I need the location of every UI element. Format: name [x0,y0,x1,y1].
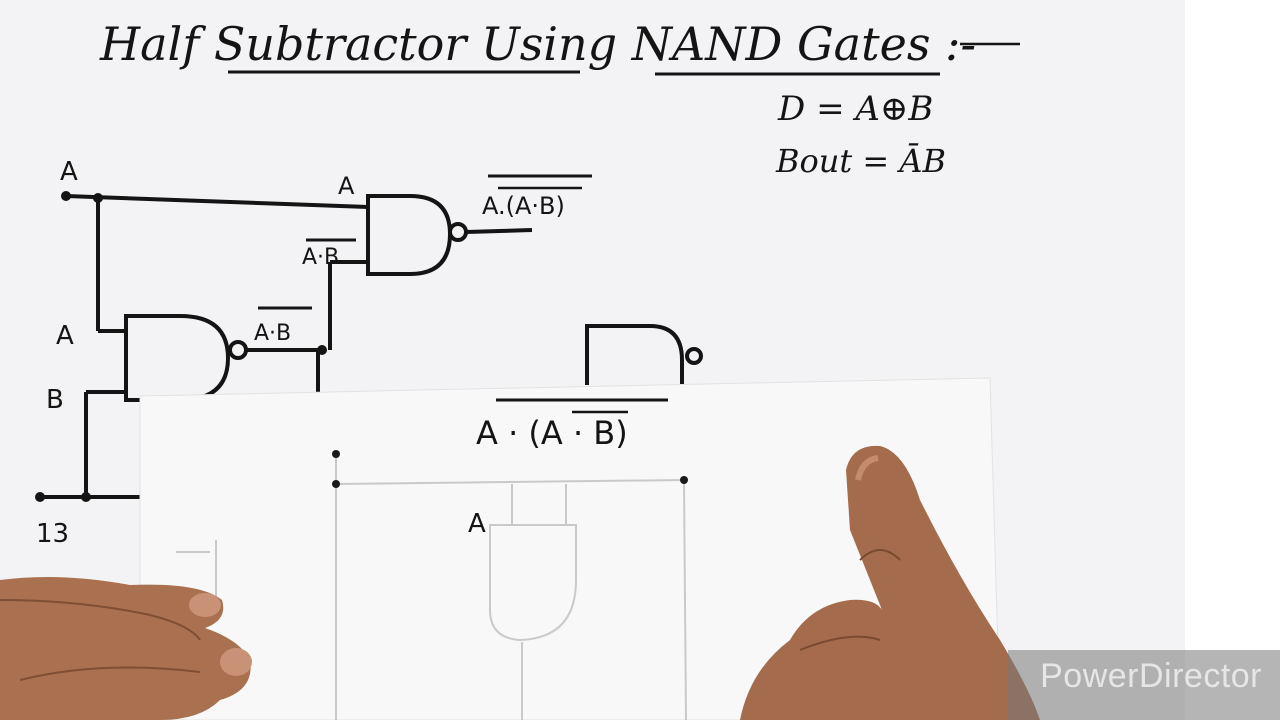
faint-traces [176,454,687,720]
right-margin [1185,0,1280,720]
page-title: Half Subtractor Using NAND Gates :- [99,17,976,71]
junction-dots [35,191,327,502]
overlay-expression: A · (A · B) [476,414,628,452]
left-hand [0,576,252,720]
label-gate2-in-a: A [338,172,355,200]
label-gate1-out: A·B [254,321,291,346]
overlay-gate-label: A [468,509,486,539]
nand-gate-2 [366,194,468,276]
label-input-b: B [46,385,64,415]
right-hand [740,445,1040,720]
watermark-backdrop [1008,650,1280,720]
label-gate1-in-a: A [56,321,74,351]
nand-gate-3-partial [585,324,703,385]
difference-formula: D = A⊕B [777,89,933,129]
label-gate2-in-b: A·B [302,245,339,270]
watermark-logo: PowerDirector [1040,657,1262,695]
borrow-formula: Bout = ĀB [775,142,946,180]
label-gate2-out: A.(A·B) [482,192,565,220]
label-input-b-alt: 13 [36,519,69,549]
label-input-a: A [60,157,78,187]
circuit-wires [40,194,533,499]
overlay-sheet: A · (A · B) A [139,377,1001,720]
